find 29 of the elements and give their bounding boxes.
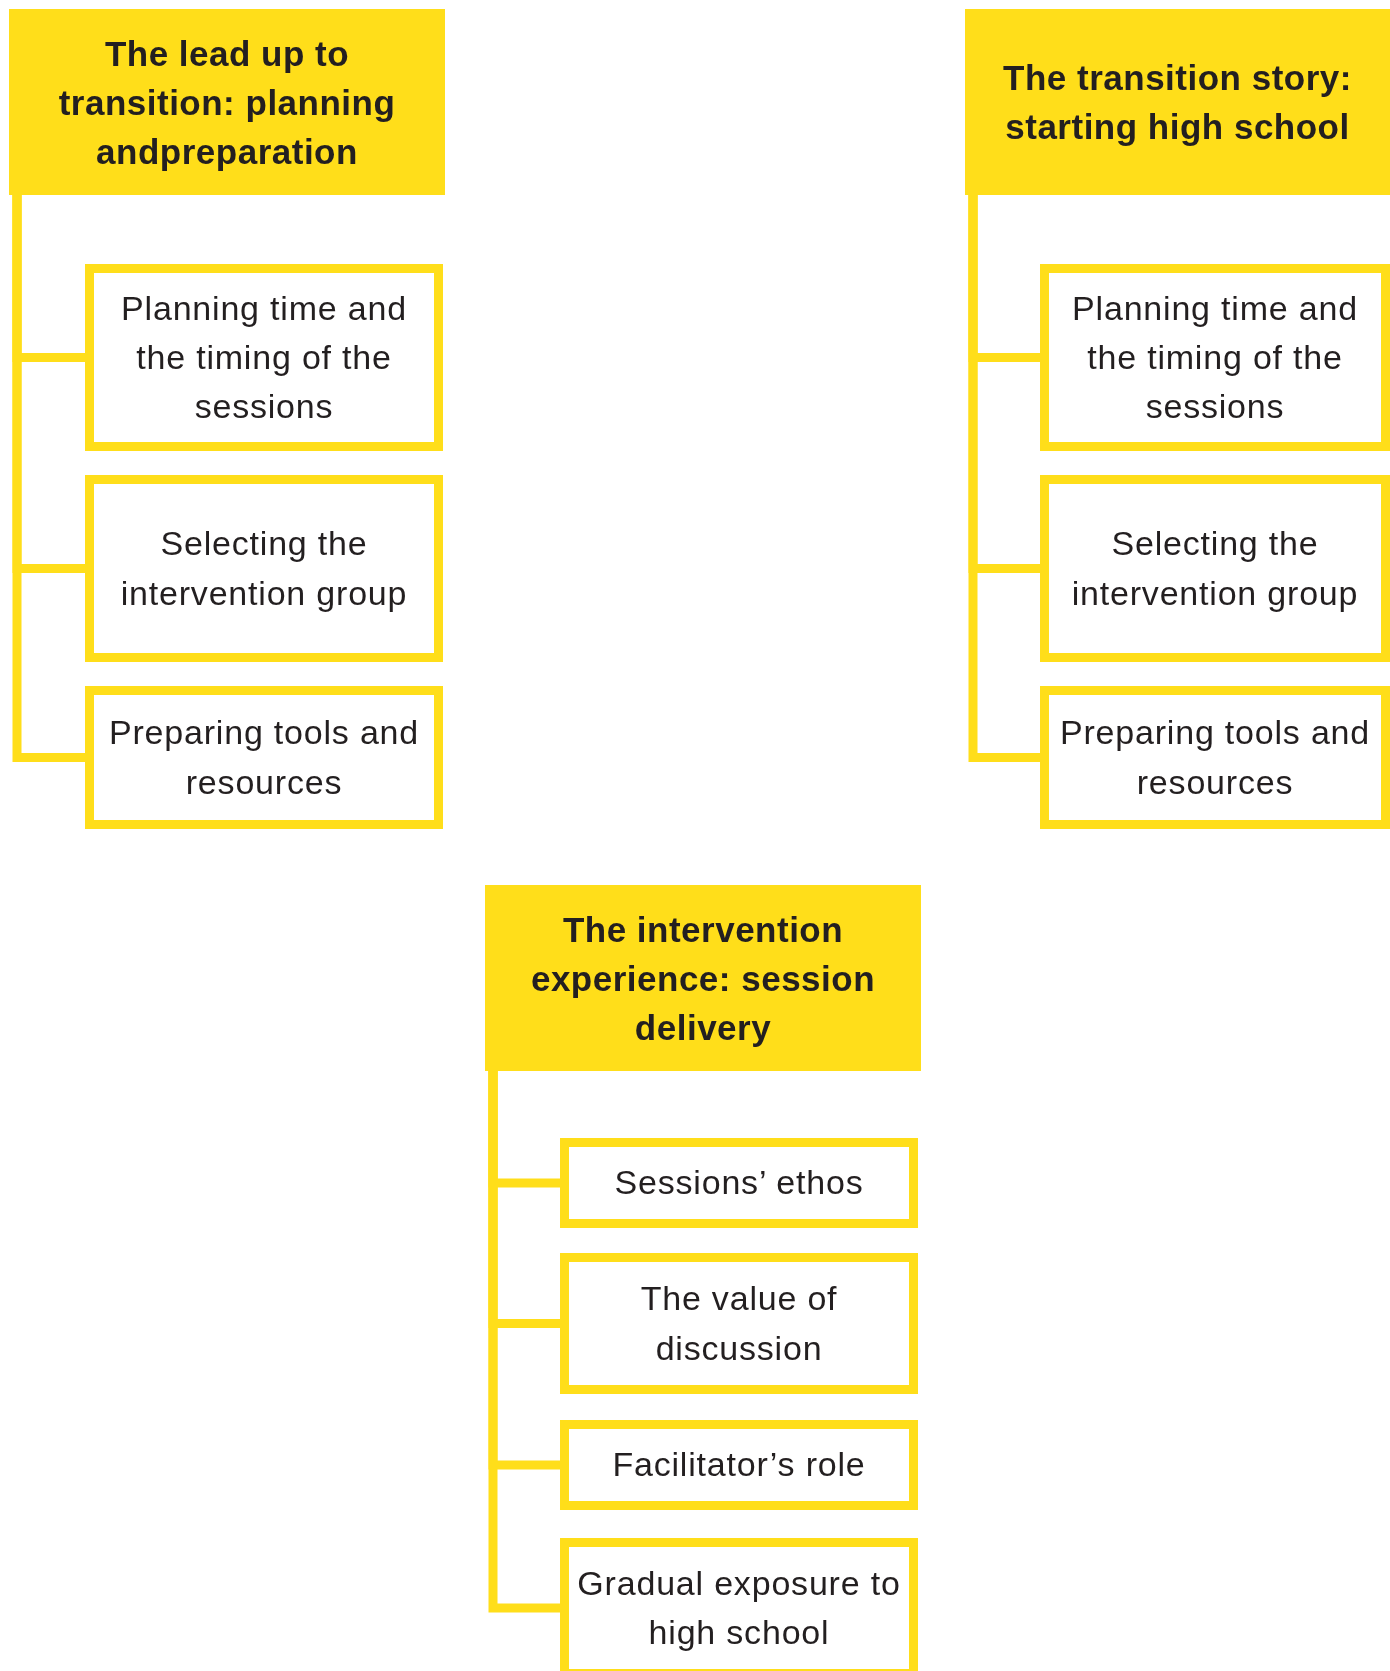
heading-box bbox=[965, 9, 1390, 195]
topic-box bbox=[1040, 686, 1390, 829]
heading-text: The intervention experience: session delivery bbox=[529, 908, 877, 1049]
topic-box bbox=[560, 1538, 918, 1671]
topic-box bbox=[1040, 264, 1390, 451]
topic-text: Planning time and the timing of the sessions bbox=[120, 287, 408, 428]
connector-line bbox=[488, 1071, 560, 1613]
topic-text: Facilitator’s role bbox=[612, 1444, 866, 1486]
topic-text: Selecting the intervention group bbox=[119, 523, 409, 614]
topic-box bbox=[85, 475, 443, 662]
connector-line bbox=[12, 195, 85, 762]
topic-box bbox=[560, 1138, 918, 1228]
topic-text: Preparing tools and resources bbox=[1058, 712, 1372, 803]
topic-text: Preparing tools and resources bbox=[107, 712, 421, 803]
topic-box bbox=[560, 1253, 918, 1394]
topic-text: The value of discussion bbox=[639, 1278, 839, 1369]
heading-text: The lead up to transition: planning andpreparation bbox=[57, 32, 397, 173]
connector-line bbox=[968, 195, 1040, 762]
heading-box bbox=[9, 9, 445, 195]
topic-text: Sessions’ ethos bbox=[614, 1162, 864, 1204]
topic-text: Selecting the intervention group bbox=[1070, 523, 1360, 614]
topic-box bbox=[85, 686, 443, 829]
topic-box bbox=[85, 264, 443, 451]
topic-box bbox=[1040, 475, 1390, 662]
topic-text: Planning time and the timing of the sessions bbox=[1071, 287, 1359, 428]
topic-box bbox=[560, 1420, 918, 1510]
heading-box bbox=[485, 885, 921, 1071]
topic-text: Gradual exposure to high school bbox=[577, 1562, 901, 1653]
heading-text: The transition story: starting high school bbox=[1002, 57, 1353, 148]
